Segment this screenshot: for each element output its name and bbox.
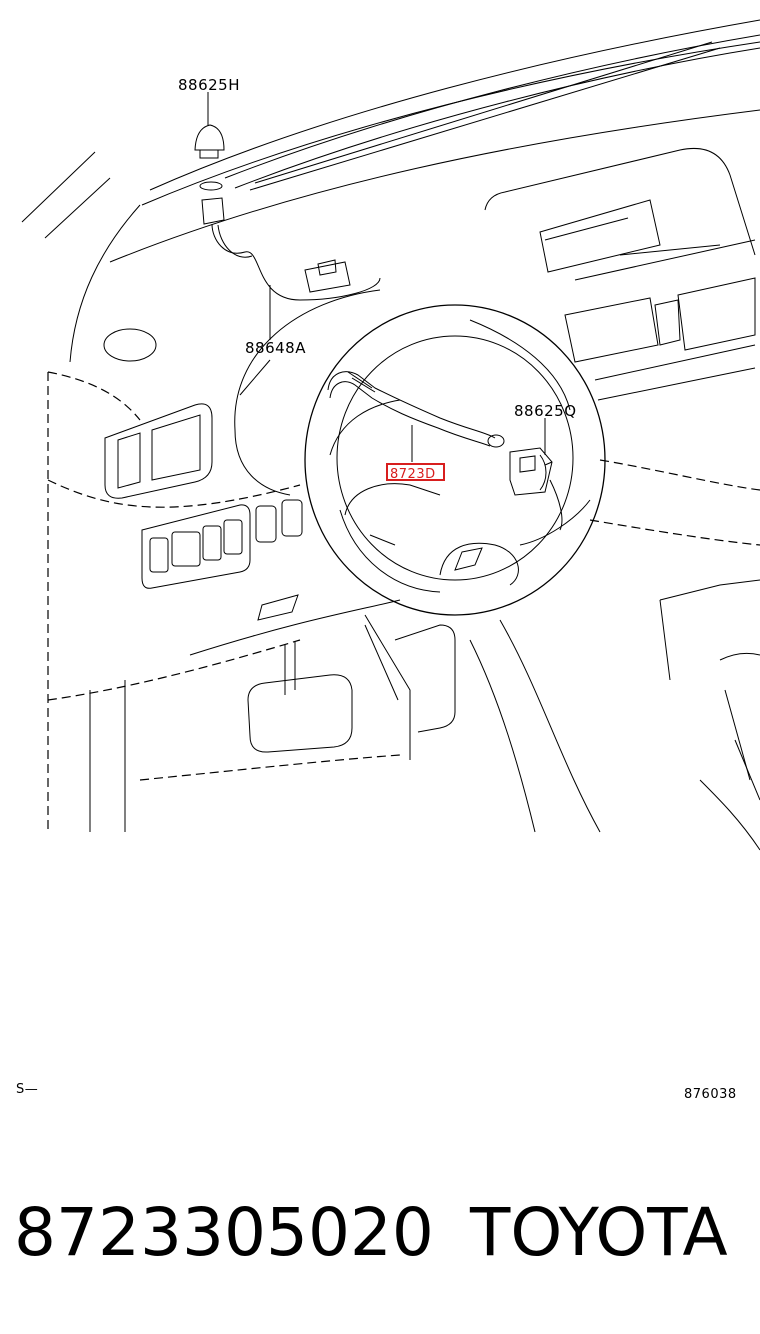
steering-wheel bbox=[304, 304, 606, 616]
left-dash-panel bbox=[47, 204, 401, 832]
footer-left-code: S— bbox=[16, 1082, 38, 1097]
callout-88625h: 88625H bbox=[178, 76, 240, 94]
cluster-hood bbox=[234, 289, 571, 496]
footer-right-code: 876038 bbox=[684, 1087, 737, 1102]
lower-panel bbox=[189, 594, 401, 753]
harness-88648a bbox=[194, 124, 381, 301]
switch-panel bbox=[141, 499, 303, 589]
center-console bbox=[484, 147, 760, 851]
callout-88625q: 88625Q bbox=[514, 402, 577, 420]
dashboard-top bbox=[21, 19, 760, 263]
part-number: 8723305020 bbox=[14, 1194, 434, 1271]
highlight-box bbox=[386, 463, 445, 481]
harness-8723d bbox=[327, 371, 553, 496]
steering-column bbox=[364, 614, 601, 833]
left-air-vent bbox=[104, 403, 213, 499]
leader-lines bbox=[207, 92, 546, 462]
callout-8723d[interactable]: 8723D bbox=[390, 467, 436, 482]
callout-88648a: 88648A bbox=[245, 339, 306, 357]
brand-name: TOYOTA bbox=[469, 1194, 728, 1271]
